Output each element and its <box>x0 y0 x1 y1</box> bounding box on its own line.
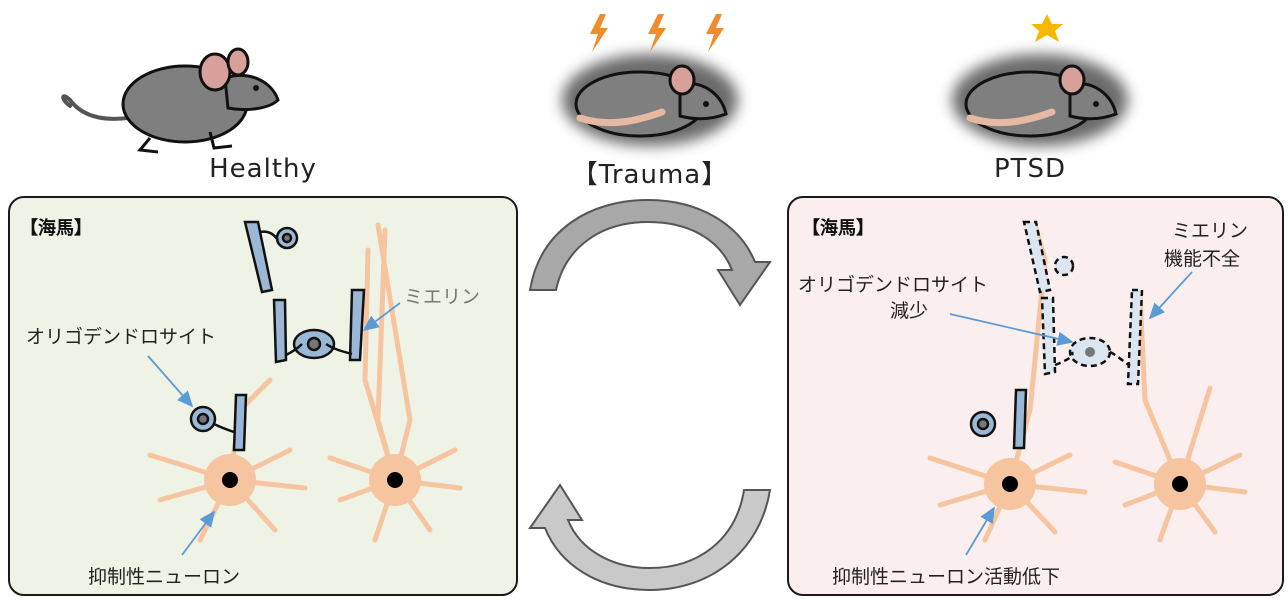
ptsd-mouse-icon <box>952 54 1128 146</box>
trauma-mouse-icon <box>562 54 738 146</box>
lightning-bolt-icon <box>590 14 724 52</box>
ptsd-neuron-label: 抑制性ニューロン活動低下 <box>832 562 1060 589</box>
healthy-myelin-label: ミエリン <box>404 282 480 309</box>
ptsd-oligodendrocyte-label-1: オリゴデンドロサイト <box>798 270 988 297</box>
healthy-neuron-label: 抑制性ニューロン <box>88 562 240 589</box>
ptsd-region-tag: 【海馬】 <box>802 214 874 240</box>
cycle-arrow-top-icon <box>530 200 770 305</box>
healthy-region-tag: 【海馬】 <box>20 214 92 240</box>
cycle-arrow-bottom-icon <box>530 485 770 590</box>
star-icon <box>1031 14 1063 42</box>
annotation-arrow-myelin-dysfunction <box>1150 272 1192 318</box>
healthy-neurons <box>150 225 460 540</box>
ptsd-myelin-label-2: 機能不全 <box>1164 244 1240 271</box>
healthy-mouse-icon <box>63 49 278 152</box>
ptsd-myelin-label-1: ミエリン <box>1172 216 1248 243</box>
healthy-myelin <box>191 222 364 450</box>
annotation-arrow-oligodendrocyte <box>148 356 192 406</box>
healthy-oligodendrocyte-label: オリゴデンドロサイト <box>26 322 216 349</box>
annotation-arrow-neuron <box>182 512 214 555</box>
ptsd-oligodendrocyte-label-2: 減少 <box>890 296 928 323</box>
